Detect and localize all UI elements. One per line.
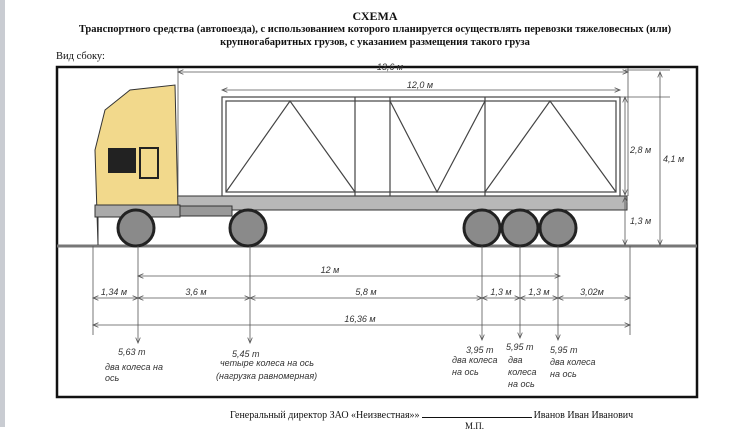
- signer-position: Генеральный директор ЗАО «Неизвестная»»: [230, 410, 420, 421]
- dim-overall: 16,36 м: [344, 314, 375, 324]
- stamp-label: М.П.: [465, 421, 485, 431]
- svg-text:(нагрузка равномерная): (нагрузка равномерная): [216, 371, 317, 381]
- axle-label-4: 5,95 т два колеса на ось: [506, 342, 537, 389]
- svg-text:два: два: [508, 355, 522, 365]
- dimension-lines: [93, 68, 670, 343]
- svg-text:ось: ось: [105, 373, 120, 383]
- svg-text:два колеса на: два колеса на: [105, 362, 163, 372]
- fifth-wheel: [171, 205, 233, 217]
- trailer-deck: [171, 195, 628, 211]
- svg-text:5,45 т: 5,45 т: [232, 349, 260, 359]
- dim-seg-1: 1,34 м: [101, 287, 127, 297]
- axle-label-5: 5,95 т два колеса на ось: [550, 345, 596, 379]
- dim-seg-2: 3,6 м: [185, 287, 206, 297]
- signature-block: Генеральный директор ЗАО «Неизвестная»» И…: [230, 410, 633, 421]
- signer-name: Иванов Иван Иванович: [533, 410, 634, 421]
- dim-wheelbase: 12 м: [321, 265, 340, 275]
- svg-text:3,95 т: 3,95 т: [466, 345, 494, 355]
- document-subtitle-1: Транспортного средства (автопоезда), с и…: [78, 24, 672, 35]
- wheels: [116, 208, 578, 248]
- dim-container-height: 2,8 м: [629, 145, 651, 155]
- dim-seg-3: 5,8 м: [355, 287, 376, 297]
- cargo-truss: [221, 96, 621, 197]
- svg-text:5,95 т: 5,95 т: [550, 345, 578, 355]
- svg-text:на ось: на ось: [452, 367, 479, 377]
- dim-total-height: 4,1 м: [663, 154, 684, 164]
- cab-door-window: [139, 147, 159, 179]
- svg-text:5,95 т: 5,95 т: [506, 342, 534, 352]
- svg-text:два колеса: два колеса: [550, 357, 596, 367]
- signature-line: [421, 417, 532, 418]
- cab-window: [108, 148, 136, 173]
- svg-text:два колеса: два колеса: [452, 355, 498, 365]
- svg-text:на ось: на ось: [550, 369, 577, 379]
- svg-text:5,63 т: 5,63 т: [118, 347, 146, 357]
- dim-seg-5: 1,3 м: [528, 287, 549, 297]
- document-subtitle-2: крупногабаритных грузов, с указанием раз…: [220, 37, 530, 48]
- dim-total-cargo: 13,6 м: [377, 62, 403, 72]
- svg-text:колеса: колеса: [508, 367, 537, 377]
- dim-container-length: 12,0 м: [407, 80, 433, 90]
- document-title: СХЕМА: [352, 9, 398, 23]
- view-label: Вид сбоку:: [56, 51, 105, 62]
- diagram-frame: [55, 65, 699, 399]
- window-edge: [0, 0, 5, 427]
- dim-deck-height: 1,3 м: [630, 216, 651, 226]
- svg-text:на ось: на ось: [508, 379, 535, 389]
- dim-seg-6: 3,02м: [580, 287, 604, 297]
- dim-seg-4: 1,3 м: [490, 287, 511, 297]
- svg-text:четыре колеса на ось: четыре колеса на ось: [220, 358, 314, 368]
